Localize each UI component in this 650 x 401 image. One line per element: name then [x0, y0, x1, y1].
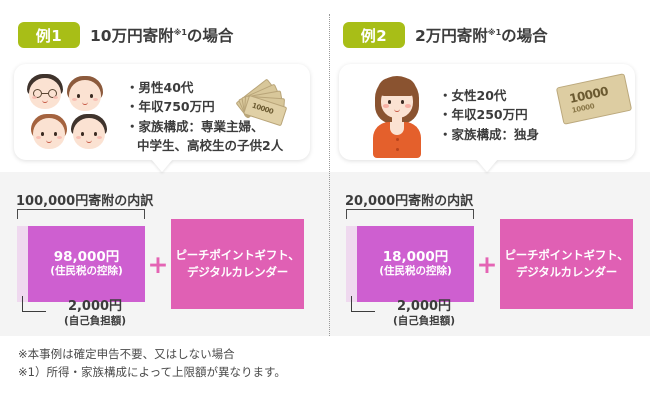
example-1-title: 10万円寄附※1の場合: [90, 24, 233, 46]
example-2-badge: 例2: [343, 22, 405, 48]
example-2-selfpay-leader: [351, 296, 375, 312]
example-2-gift-box: ピーチポイントギフト、 デジタルカレンダー: [500, 219, 633, 309]
example-2-plus-icon: +: [476, 249, 498, 279]
persona-bullet-family: ・家族構成：独身: [439, 126, 540, 142]
example-2-persona-card: ・女性20代 ・年収250万円 ・家族構成：独身 10000 10000: [339, 64, 635, 160]
example-1-gift-box: ピーチポイントギフト、 デジタルカレンダー: [171, 219, 304, 309]
example-1-title-tail: の場合: [186, 27, 234, 45]
example-1-breakdown-title: 100,000円寄附の内訳: [16, 194, 154, 209]
example-1-gift-line2: デジタルカレンダー: [186, 265, 289, 279]
example-1-plus-icon: +: [147, 249, 169, 279]
example-1-deduction-box: 98,000円 (住民税の控除): [28, 226, 145, 302]
son-avatar-icon: [70, 112, 108, 152]
example-1-card-pointer: [151, 159, 173, 172]
persona-bullet-gender-age: ・男性40代: [126, 80, 194, 95]
example-2-bars: 18,000円 (住民税の控除) + ピーチポイントギフト、 デジタルカレンダー: [346, 219, 633, 309]
example-2-card-pointer: [476, 159, 498, 172]
example-2-deduction-label: (住民税の控除): [379, 265, 452, 278]
persona-bullet-gender-age: ・女性20代: [439, 88, 507, 103]
example-2-deduction-box: 18,000円 (住民税の控除): [357, 226, 474, 302]
example-2-selfpay-callout: 2,000円 (自己負担額): [369, 299, 479, 329]
example-2-title-footnote-marker: ※1: [487, 27, 502, 37]
persona-bullet-family-cont: 中学生、高校生の子供2人: [137, 138, 284, 154]
example-1-selfpay-leader: [22, 296, 46, 312]
example-2-breakdown-title: 20,000円寄附の内訳: [345, 194, 474, 209]
bill-text-5: 10000: [250, 101, 275, 116]
persona-bullet-family: ・家族構成：専業主婦、: [126, 118, 264, 134]
example-2-persona-bullets: ・女性20代 ・年収250万円 ・家族構成：独身: [439, 86, 539, 144]
example-1-title-footnote-marker: ※1: [173, 27, 187, 37]
example-1-gift-line1: ピーチポイントギフト、: [175, 248, 300, 263]
example-2-deduction-amount: 18,000円: [382, 249, 449, 266]
example-1-title-main: 10万円寄附: [90, 27, 174, 45]
example-1-persona-bullets: ・男性40代 ・年収750万円 ・家族構成：専業主婦、 中学生、高校生の子供2人: [126, 78, 283, 156]
example-2-title: 2万円寄附※1の場合: [415, 24, 548, 46]
example-1-deduction-amount: 98,000円: [53, 249, 120, 266]
footnote-2: ※1）所得・家族構成によって上限額が異なります。: [18, 365, 286, 380]
banknote-fan-icon: 10000 10000 10000 10000 10000: [228, 76, 302, 146]
example-1-selfpay-callout: 2,000円 (自己負担額): [40, 299, 150, 329]
example-2-title-tail: の場合: [501, 27, 548, 45]
example-2-selfpay-label: (自己負担額): [392, 315, 456, 328]
example-1-deduction-label: (住民税の控除): [50, 265, 123, 278]
example-1-bars: 98,000円 (住民税の控除) + ピーチポイントギフト、 デジタルカレンダー: [17, 219, 304, 309]
family-avatars: [26, 72, 112, 152]
example-1-badge: 例1: [18, 22, 80, 48]
persona-bullet-income: ・年収250万円: [439, 107, 528, 123]
footnote-1: ※本事例は確定申告不要、又はしない場合: [18, 347, 235, 361]
mother-avatar-icon: [66, 74, 104, 114]
example-1-persona-card: ・男性40代 ・年収750万円 ・家族構成：専業主婦、 中学生、高校生の子供2人…: [14, 64, 310, 160]
example-1-selfpay-label: (自己負担額): [63, 315, 127, 328]
banknote-icon: 10000 10000: [555, 73, 633, 125]
daughter-avatar-icon: [30, 112, 68, 152]
example-1-header: 例1 10万円寄附※1の場合: [18, 22, 233, 48]
persona-bullet-income: ・年収750万円: [126, 99, 215, 115]
father-avatar-icon: [26, 72, 64, 112]
example-2-header: 例2 2万円寄附※1の場合: [343, 22, 548, 48]
example-1-total-bracket: [17, 209, 145, 219]
footnotes: ※本事例は確定申告不要、又はしない場合 ※1）所得・家族構成によって上限額が異な…: [18, 345, 286, 382]
woman-avatar-icon: [357, 70, 429, 158]
example-2-title-main: 2万円寄附: [415, 27, 488, 45]
example-2-gift-line1: ピーチポイントギフト、: [504, 248, 629, 263]
example-2-selfpay-strip: [346, 226, 357, 302]
example-1-selfpay-amount: 2,000円: [67, 299, 123, 314]
example-1-column: 例1 10万円寄附※1の場合: [14, 22, 310, 329]
example-2-gift-line2: デジタルカレンダー: [515, 265, 618, 279]
column-divider: [329, 14, 330, 336]
example-2-column: 例2 2万円寄附※1の場合: [325, 0, 650, 401]
example-2-selfpay-amount: 2,000円: [396, 299, 452, 314]
example-2-total-bracket: [346, 209, 474, 219]
example-1-selfpay-strip: [17, 226, 28, 302]
